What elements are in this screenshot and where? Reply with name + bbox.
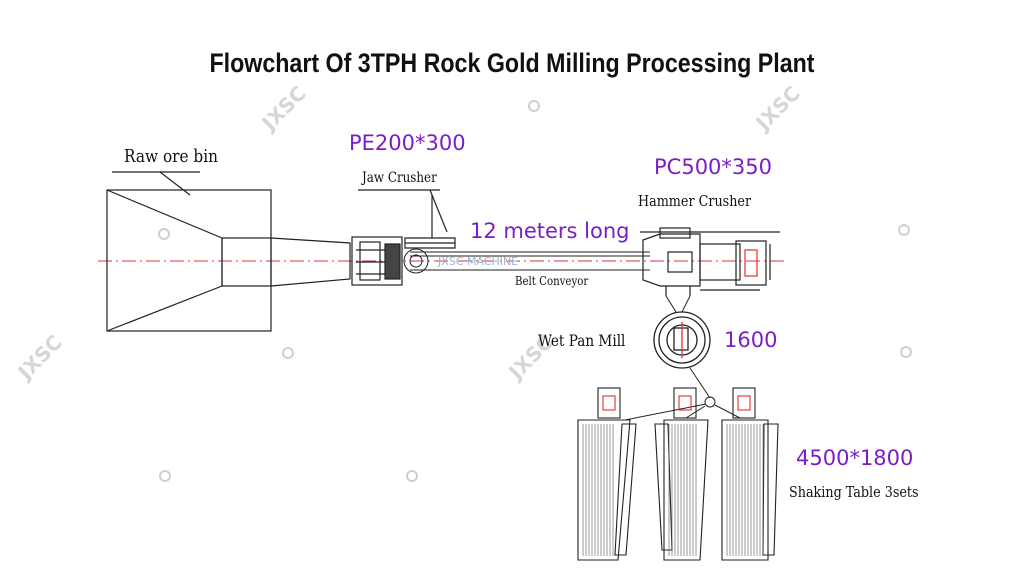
jaw-crusher-spec: PE200*300 <box>349 131 466 155</box>
conveyor-length: 12 meters long <box>470 219 630 243</box>
belt-conveyor <box>403 248 650 274</box>
wet-pan-mill-label: Wet Pan Mill <box>538 331 626 350</box>
jaw-crusher <box>351 189 456 286</box>
hammer-crusher <box>640 227 780 296</box>
watermark-machine: JXSC MACHINE <box>437 255 518 268</box>
shaking-table-label: Shaking Table 3sets <box>789 483 919 501</box>
watermark-g-icon <box>528 100 540 112</box>
jaw-crusher-label: Jaw Crusher <box>362 170 437 186</box>
shaking-table-2 <box>654 387 709 561</box>
watermark-g-icon <box>406 470 418 482</box>
watermark-g-icon <box>158 228 170 240</box>
wet-pan-mill-spec: 1600 <box>724 328 778 352</box>
watermark-g-icon <box>159 470 171 482</box>
table-deck-hatching <box>582 424 764 556</box>
belt-conveyor-label: Belt Conveyor <box>515 274 589 288</box>
slurry-distribution <box>624 367 741 421</box>
wet-pan-mill <box>653 311 711 369</box>
watermark-g-icon <box>900 346 912 358</box>
page-title: Flowchart Of 3TPH Rock Gold Milling Proc… <box>209 48 815 78</box>
hammer-crusher-label: Hammer Crusher <box>638 192 752 210</box>
shaking-table-spec: 4500*1800 <box>796 446 914 470</box>
watermark-g-icon <box>898 224 910 236</box>
watermark-g-icon <box>282 347 294 359</box>
raw-ore-bin-label: Raw ore bin <box>124 146 218 167</box>
shaking-table-1 <box>577 387 637 561</box>
feed-chute <box>665 295 691 313</box>
shaking-table-3 <box>721 387 779 561</box>
hammer-crusher-spec: PC500*350 <box>654 155 772 179</box>
raw-ore-bin <box>106 171 351 332</box>
